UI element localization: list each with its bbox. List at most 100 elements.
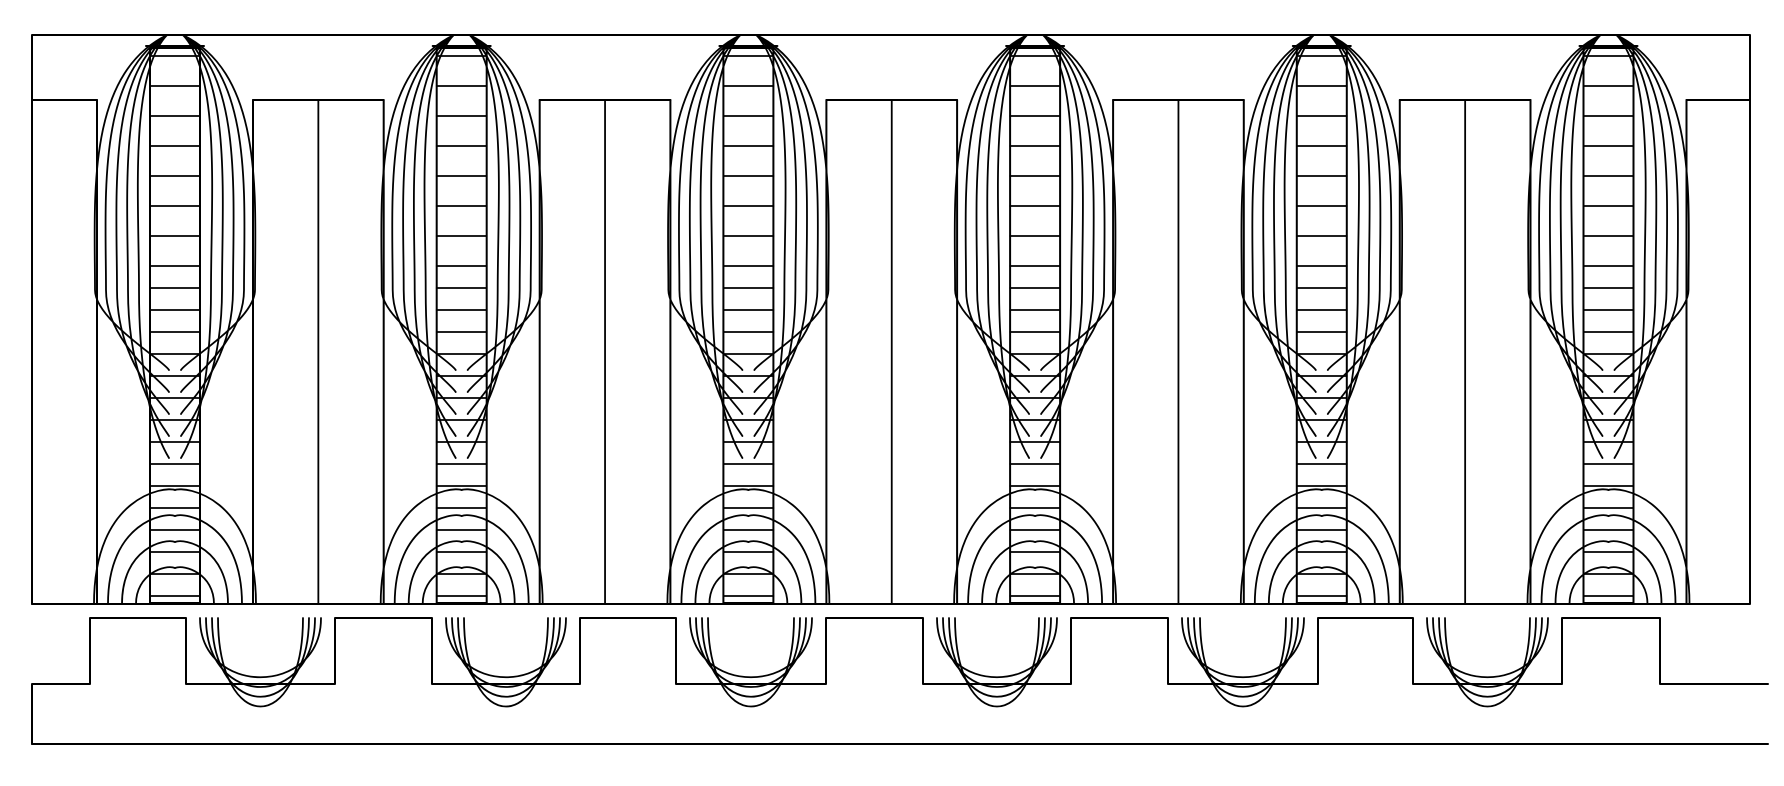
flux-line [1320,514,1390,605]
flux-line [708,566,750,605]
flux-line [953,488,1036,605]
mover-flux-line [1187,617,1299,688]
flux-line [753,34,830,371]
flux-line [1568,566,1610,605]
flux-line [986,34,1030,437]
coil [1291,45,1352,604]
flux-line [1273,34,1317,437]
flux-line [466,34,543,371]
flux-line [667,34,744,371]
flux-line [380,34,457,371]
flux-line [1607,566,1649,605]
flux-line [1613,34,1658,437]
flux-line [953,34,1030,371]
flux-line [1540,514,1610,605]
coil-outline [435,47,488,604]
mover-flux-line [451,617,561,688]
mover-flux-line [217,617,304,708]
coil [431,45,492,604]
flux-line [115,34,170,415]
flux-line [1326,34,1393,393]
flux-line [1320,540,1376,605]
flux-line [421,566,463,605]
flux-line [393,514,463,605]
flux-line [694,540,750,605]
flux-line [747,566,789,605]
mover-flux-line [954,617,1040,708]
mover-flux-line [1444,617,1531,708]
mover-flux-line [457,617,555,698]
stator [31,34,1751,605]
flux-line [1613,34,1669,415]
flux-line [981,540,1036,605]
flux-line [1034,514,1103,605]
flux-line [747,540,803,605]
coil [718,45,779,604]
flux-line [1326,34,1404,371]
mover-outline [31,617,1769,745]
flux-line [466,34,500,459]
flux-line [460,540,516,605]
flux-line [688,34,744,415]
flux-line [1040,34,1074,459]
flux-line [995,566,1036,605]
flux-line [975,34,1030,415]
flux-line [1613,34,1690,371]
coil [145,45,205,604]
flux-line [1034,488,1117,605]
flux-line [1262,34,1317,415]
coil-outline [1582,47,1635,604]
flux-line [1326,34,1382,415]
flux-line [93,488,176,605]
flux-line [180,34,214,459]
flux-line [174,566,215,605]
flux-line [107,514,176,605]
flux-line [1548,34,1604,415]
flux-line [466,34,511,437]
mover-flux-line [701,617,801,698]
flux-line [121,540,176,605]
flux-line [1040,34,1117,371]
flux-line [1281,566,1323,605]
mover-flux-line [695,617,807,688]
flux-line [93,34,170,371]
flux-lines [93,34,1691,708]
coil-outline [722,47,775,604]
coil [1005,45,1066,604]
flux-line [1538,34,1604,393]
flux-line [710,34,744,459]
flux-line [174,540,229,605]
mover [31,617,1769,745]
flux-line [1320,566,1362,605]
flux-line [678,34,744,393]
mover-flux-line [689,617,813,678]
flux-line [1613,34,1679,393]
flux-line [1040,34,1095,415]
flux-line [466,34,533,393]
flux-line [1040,34,1084,437]
flux-line [1320,488,1404,605]
flux-line [180,34,235,415]
flux-line [753,34,808,415]
flux-line [136,34,170,459]
flux-line [1267,540,1323,605]
mover-flux-line [1432,617,1543,688]
flux-line [135,566,176,605]
flux-line [753,34,819,393]
flux-line [967,514,1036,605]
flux-line [466,34,522,415]
flux-line [460,514,530,605]
flux-line [126,34,170,437]
flux-line [680,514,750,605]
flux-line [1253,514,1323,605]
mover-flux-line [948,617,1046,698]
flux-line [753,34,798,437]
flux-line [1554,540,1610,605]
mover-flux-line [1199,617,1287,708]
coil-outline [1295,47,1348,604]
flux-line [104,34,170,393]
mover-flux-line [1438,617,1537,698]
mover-flux-line [942,617,1052,688]
